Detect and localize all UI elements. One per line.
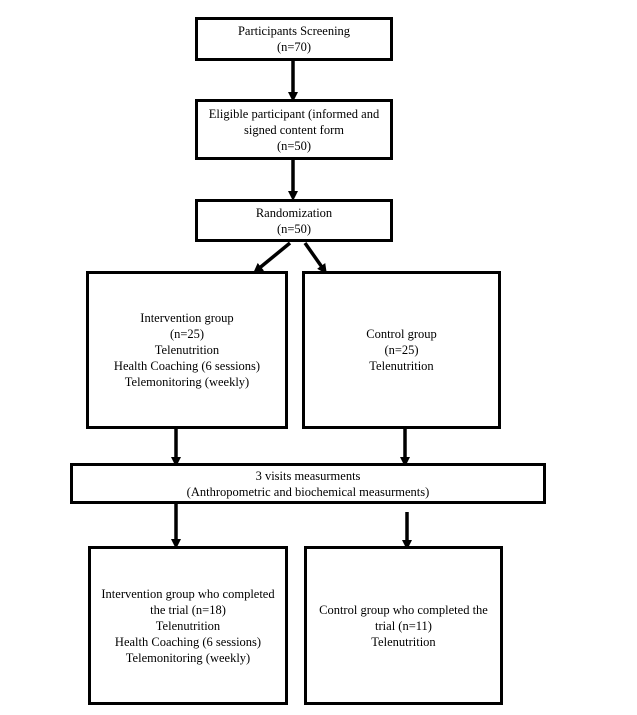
box-line: (n=50) (276, 138, 312, 153)
box-line: (Anthropometric and biochemical measurme… (186, 484, 430, 499)
box-line: Control group who completed the (319, 602, 488, 617)
box-line: (n=50) (276, 221, 312, 236)
control-completed-box: Control group who completed the trial (n… (304, 546, 503, 705)
arrow-randomization-to-control (303, 241, 327, 275)
box-line: Telemonitoring (weekly) (124, 375, 250, 389)
box-line: (n=70) (276, 40, 312, 54)
box-line: Telenutrition (154, 343, 220, 357)
intervention-group-box: Intervention group (n=25) Telenutrition … (86, 271, 288, 429)
participants-screening-box: Participants Screening (n=70) (195, 17, 393, 61)
arrow-randomization-to-intervention (253, 241, 292, 274)
measurements-box: 3 visits measurments (Anthropometric and… (70, 463, 546, 504)
box-line: Telenutrition (155, 618, 221, 633)
box-line: Telenutrition (369, 359, 434, 373)
box-line: 3 visits measurments (255, 468, 361, 483)
box-line: Control group (366, 327, 437, 341)
randomization-box: Randomization (n=50) (195, 199, 393, 242)
box-line: Telenutrition (371, 634, 436, 649)
box-line: (n=25) (384, 343, 419, 357)
box-line: (n=25) (169, 327, 205, 341)
box-line: Participants Screening (237, 24, 351, 38)
eligible-participant-box: Eligible participant (informed and signe… (195, 99, 393, 160)
intervention-completed-box: Intervention group who completed the tri… (88, 546, 288, 705)
box-line: Intervention group who completed (101, 586, 275, 601)
box-line: Intervention group (140, 311, 234, 325)
box-line: signed content form (244, 122, 344, 137)
box-line: Eligible participant (informed and (208, 106, 380, 121)
control-group-box: Control group (n=25) Telenutrition (302, 271, 501, 429)
box-line: trial (n=11) (375, 618, 432, 633)
box-line: the trial (n=18) (150, 602, 226, 617)
box-line: Health Coaching (6 sessions) (113, 359, 261, 373)
box-line: Health Coaching (6 sessions) (114, 634, 262, 649)
box-line: Telemonitoring (weekly) (125, 650, 251, 665)
box-line: Randomization (255, 205, 333, 220)
